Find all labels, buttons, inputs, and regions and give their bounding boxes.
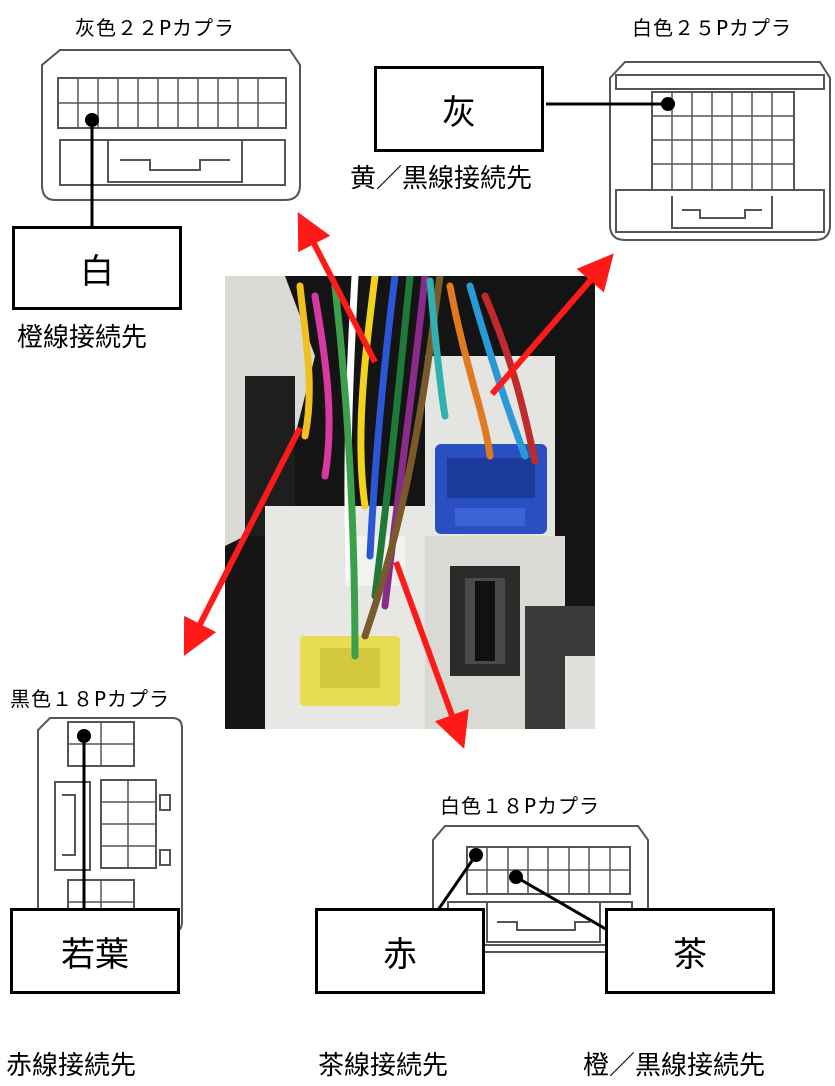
gray-22p-connector-diagram [41, 49, 301, 201]
pin-color-box-white: 白 [12, 226, 182, 310]
white-25p-connector-diagram [609, 61, 831, 241]
wiring-harness-photo [225, 276, 595, 729]
pin-dot [661, 97, 675, 111]
pin-color-box-gray: 灰 [374, 66, 544, 152]
pin-color-box-red: 赤 [315, 908, 485, 994]
black-18p-title: 黒色１８Pカプラ [10, 687, 171, 711]
pin-dot [85, 113, 99, 127]
white-25p-title: 白色２５Pカプラ [632, 16, 793, 40]
destination-label-orange-black: 橙／黒線接続先 [583, 1051, 766, 1081]
pin-dot [77, 729, 91, 743]
gray-22p-title: 灰色２２Pカプラ [75, 16, 236, 40]
pin-dot [509, 870, 523, 884]
white-18p-title: 白色１８Pカプラ [440, 794, 601, 818]
pin-dot [469, 848, 483, 862]
destination-label-yellow-black: 黄／黒線接続先 [350, 164, 533, 194]
pin-color-box-light-green: 若葉 [10, 908, 180, 994]
destination-label-orange: 橙線接続先 [17, 323, 148, 353]
pin-color-box-brown: 茶 [605, 908, 775, 994]
destination-label-brown: 茶線接続先 [318, 1051, 449, 1081]
black-18p-connector-diagram [37, 717, 183, 933]
destination-label-red: 赤線接続先 [6, 1051, 137, 1081]
